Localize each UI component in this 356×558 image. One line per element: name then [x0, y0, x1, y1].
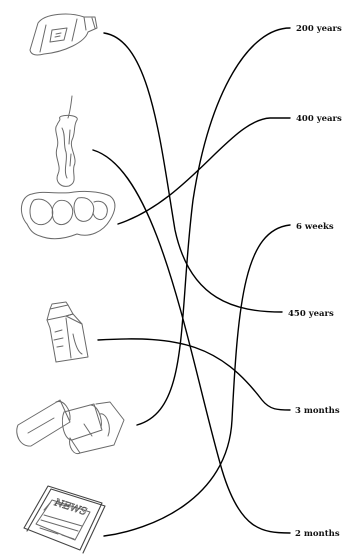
- six-pack-rings-icon: [21, 191, 115, 238]
- connector-line: [104, 33, 282, 312]
- connector-line: [104, 225, 290, 536]
- milk-carton-icon: [47, 302, 88, 362]
- connector-line: [137, 28, 290, 425]
- duration-label-400-years: 400 years: [296, 114, 342, 124]
- newspaper-icon: NEWS: [24, 486, 105, 553]
- duration-labels: 200 years 400 years 6 weeks 450 years 3 …: [288, 24, 342, 539]
- duration-label-450-years: 450 years: [288, 309, 334, 319]
- apple-core-icon: [56, 96, 78, 186]
- connector-line: [118, 118, 290, 224]
- duration-label-200-years: 200 years: [296, 24, 342, 34]
- newspaper-headline: NEWS: [52, 497, 88, 518]
- plastic-bottle-icon: [30, 14, 97, 55]
- aluminum-cans-icon: [17, 400, 124, 454]
- duration-label-6-weeks: 6 weeks: [296, 222, 334, 232]
- connector-lines: [93, 28, 290, 536]
- duration-label-2-months: 2 months: [295, 529, 340, 539]
- duration-label-3-months: 3 months: [295, 406, 340, 416]
- connector-line: [98, 339, 290, 410]
